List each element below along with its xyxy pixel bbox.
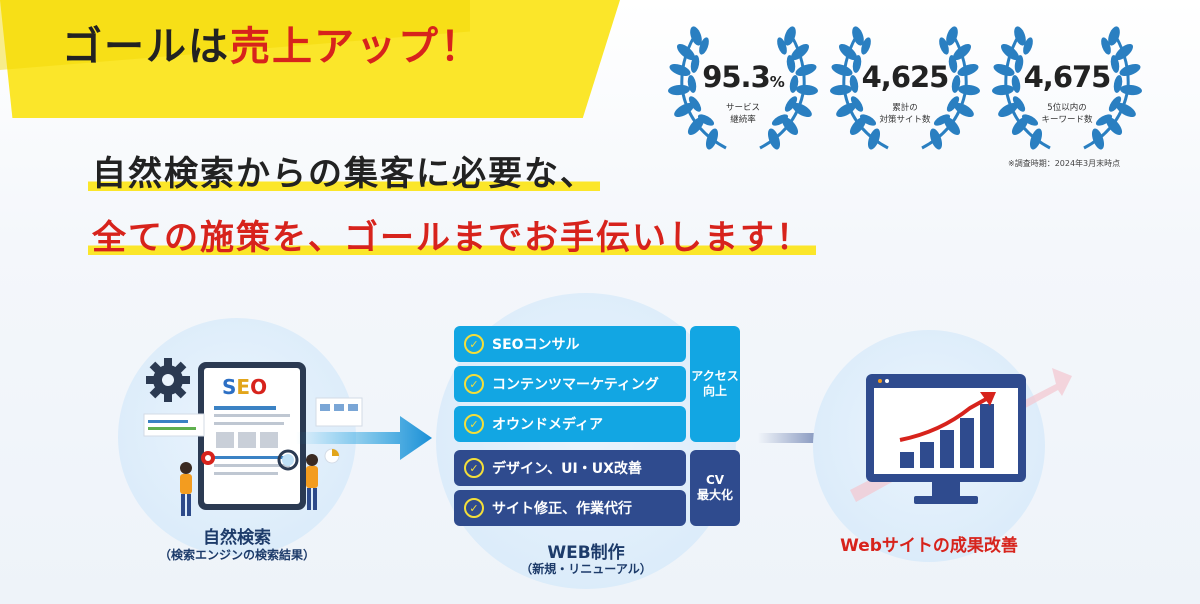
stat-unit: % — [769, 73, 785, 91]
stat-retention: 95.3% サービス 継続率 — [668, 18, 818, 158]
service-label: デザイン、UI・UX改善 — [492, 461, 642, 477]
laurel-wreath-icon — [830, 26, 980, 150]
seo-illustration: SEO — [143, 358, 363, 516]
stat-value: 4,625 — [830, 60, 980, 94]
stat-caption: サービス 継続率 — [725, 103, 760, 125]
webdev-sublabel: （新規・リニューアル） — [520, 562, 652, 576]
stat-value: 4,675 — [992, 60, 1142, 94]
service-label: SEOコンサル — [492, 337, 580, 353]
headline-dark: ゴールは — [62, 24, 230, 70]
search-label: 自然検索 — [203, 528, 271, 548]
stat-number: 4,675 — [1023, 60, 1112, 94]
laurel-wreath-icon — [992, 26, 1142, 150]
group-access: アクセス 向上 — [690, 326, 740, 442]
headline: ゴールは売上アップ！ — [62, 14, 482, 72]
stat-caption: 累計の 対策サイト数 — [879, 103, 931, 125]
tagline-line2: 全ての施策を、ゴールまでお手伝いします！ — [88, 210, 816, 259]
arrow-right-icon — [296, 416, 432, 460]
service-content-marketing: ✓ コンテンツマーケティング — [454, 366, 686, 402]
stat-keywords: 4,675 5位以内の キーワード数 — [992, 18, 1142, 158]
tagline-line1: 自然検索からの集客に必要な、 — [88, 146, 600, 195]
stat-sites: 4,625 累計の 対策サイト数 — [830, 18, 980, 158]
check-icon: ✓ — [464, 458, 484, 478]
growth-monitor-illustration — [850, 368, 1072, 504]
results-label: Webサイトの成果改善 — [840, 536, 1018, 556]
stat-caption: 5位以内の キーワード数 — [1041, 103, 1093, 125]
svg-text:SEO: SEO — [222, 375, 267, 399]
search-sublabel: （検索エンジンの検索結果） — [158, 548, 315, 562]
service-owned-media: ✓ オウンドメディア — [454, 406, 686, 442]
service-label: オウンドメディア — [492, 417, 604, 433]
check-icon: ✓ — [464, 414, 484, 434]
headline-banner — [0, 0, 620, 118]
stat-value: 95.3% — [668, 60, 818, 94]
service-label: コンテンツマーケティング — [492, 377, 659, 393]
webdev-label: WEB制作 — [547, 543, 625, 563]
service-design-ux: ✓ デザイン、UI・UX改善 — [454, 450, 686, 486]
group-cv: CV 最大化 — [690, 450, 740, 526]
stat-number: 4,625 — [861, 60, 950, 94]
check-icon: ✓ — [464, 498, 484, 518]
laurel-wreath-icon — [668, 26, 818, 150]
service-seo-consulting: ✓ SEOコンサル — [454, 326, 686, 362]
check-icon: ✓ — [464, 374, 484, 394]
gear-icon — [146, 358, 190, 402]
service-label: サイト修正、作業代行 — [492, 501, 632, 517]
stat-number: 95.3 — [702, 60, 771, 94]
check-icon: ✓ — [464, 334, 484, 354]
stats-note: ※調査時期：2024年3月末時点 — [1008, 159, 1121, 168]
service-site-fix: ✓ サイト修正、作業代行 — [454, 490, 686, 526]
headline-red: 売上アップ！ — [230, 24, 482, 70]
